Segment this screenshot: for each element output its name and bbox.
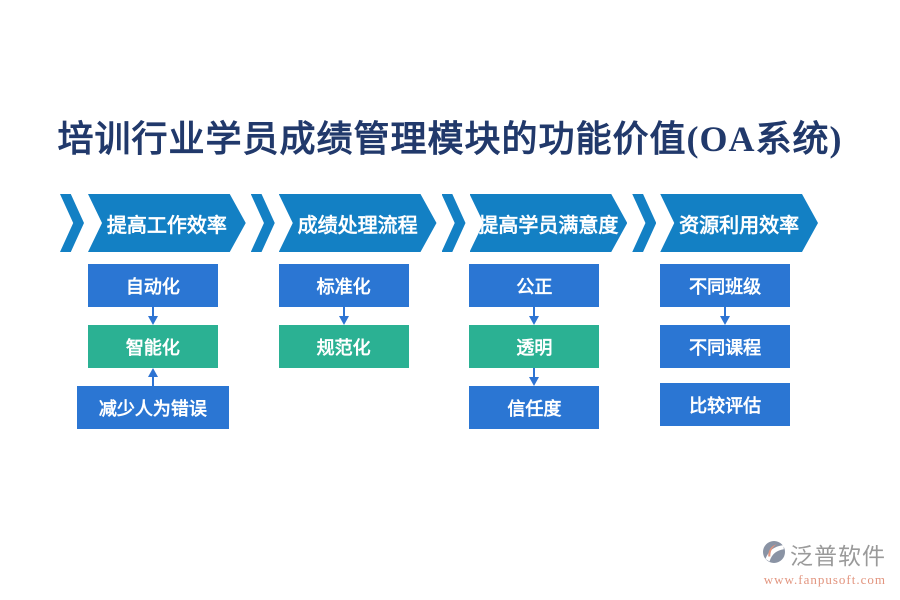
flow-box: 公正 [469,264,600,307]
banner-label: 提高工作效率 [88,194,246,252]
flow-box: 不同课程 [660,325,791,368]
banner-label: 资源利用效率 [660,194,818,252]
banner-work-efficiency: 提高工作效率 [60,194,246,252]
flow-box: 信任度 [469,386,600,429]
banner-resource-efficiency: 资源利用效率 [632,194,818,252]
flow-box: 智能化 [87,325,218,368]
flow-box: 自动化 [87,264,218,307]
flow-box: 比较评估 [660,383,791,426]
flow-box: 规范化 [278,325,409,368]
arrow-down-icon [338,307,350,325]
arrow-down-icon [528,307,540,325]
brand-url: www.fanpusoft.com [763,572,886,587]
banner-label: 提高学员满意度 [470,194,628,252]
flow-box: 标准化 [278,264,409,307]
banner-score-process: 成绩处理流程 [250,194,437,252]
column-work-efficiency: 自动化 智能化 减少人为错误 [60,264,246,429]
flow-box: 不同班级 [660,264,791,307]
flow-box: 透明 [469,325,600,368]
banner-row: 提高工作效率 成绩处理流程 提高学员满意度 资源利用效率 [60,194,818,252]
arrow-down-icon [147,307,159,325]
chevron-right-icon [60,194,84,252]
fanpu-logo-icon [762,540,786,569]
page-title: 培训行业学员成绩管理模块的功能价值(OA系统) [57,119,843,159]
column-student-satisfaction: 公正 透明 信任度 [442,264,628,429]
banner-student-satisfaction: 提高学员满意度 [441,194,628,252]
chevron-right-icon [250,194,275,252]
banner-label: 成绩处理流程 [279,194,437,252]
flow-box: 减少人为错误 [76,386,230,429]
chevron-right-icon [632,194,657,252]
column-resource-efficiency: 不同班级 不同课程 比较评估 [632,264,818,429]
flow-columns: 自动化 智能化 减少人为错误 标准化 规范化 公正 透明 [60,264,818,429]
column-score-process: 标准化 规范化 [251,264,437,429]
brand-footer: 泛普软件 www.fanpusoft.com [762,537,886,588]
brand-name: 泛普软件 [790,544,886,569]
arrow-down-icon [719,307,731,325]
chevron-right-icon [441,194,466,252]
arrow-down-icon [528,368,540,386]
arrow-up-icon [147,368,159,386]
